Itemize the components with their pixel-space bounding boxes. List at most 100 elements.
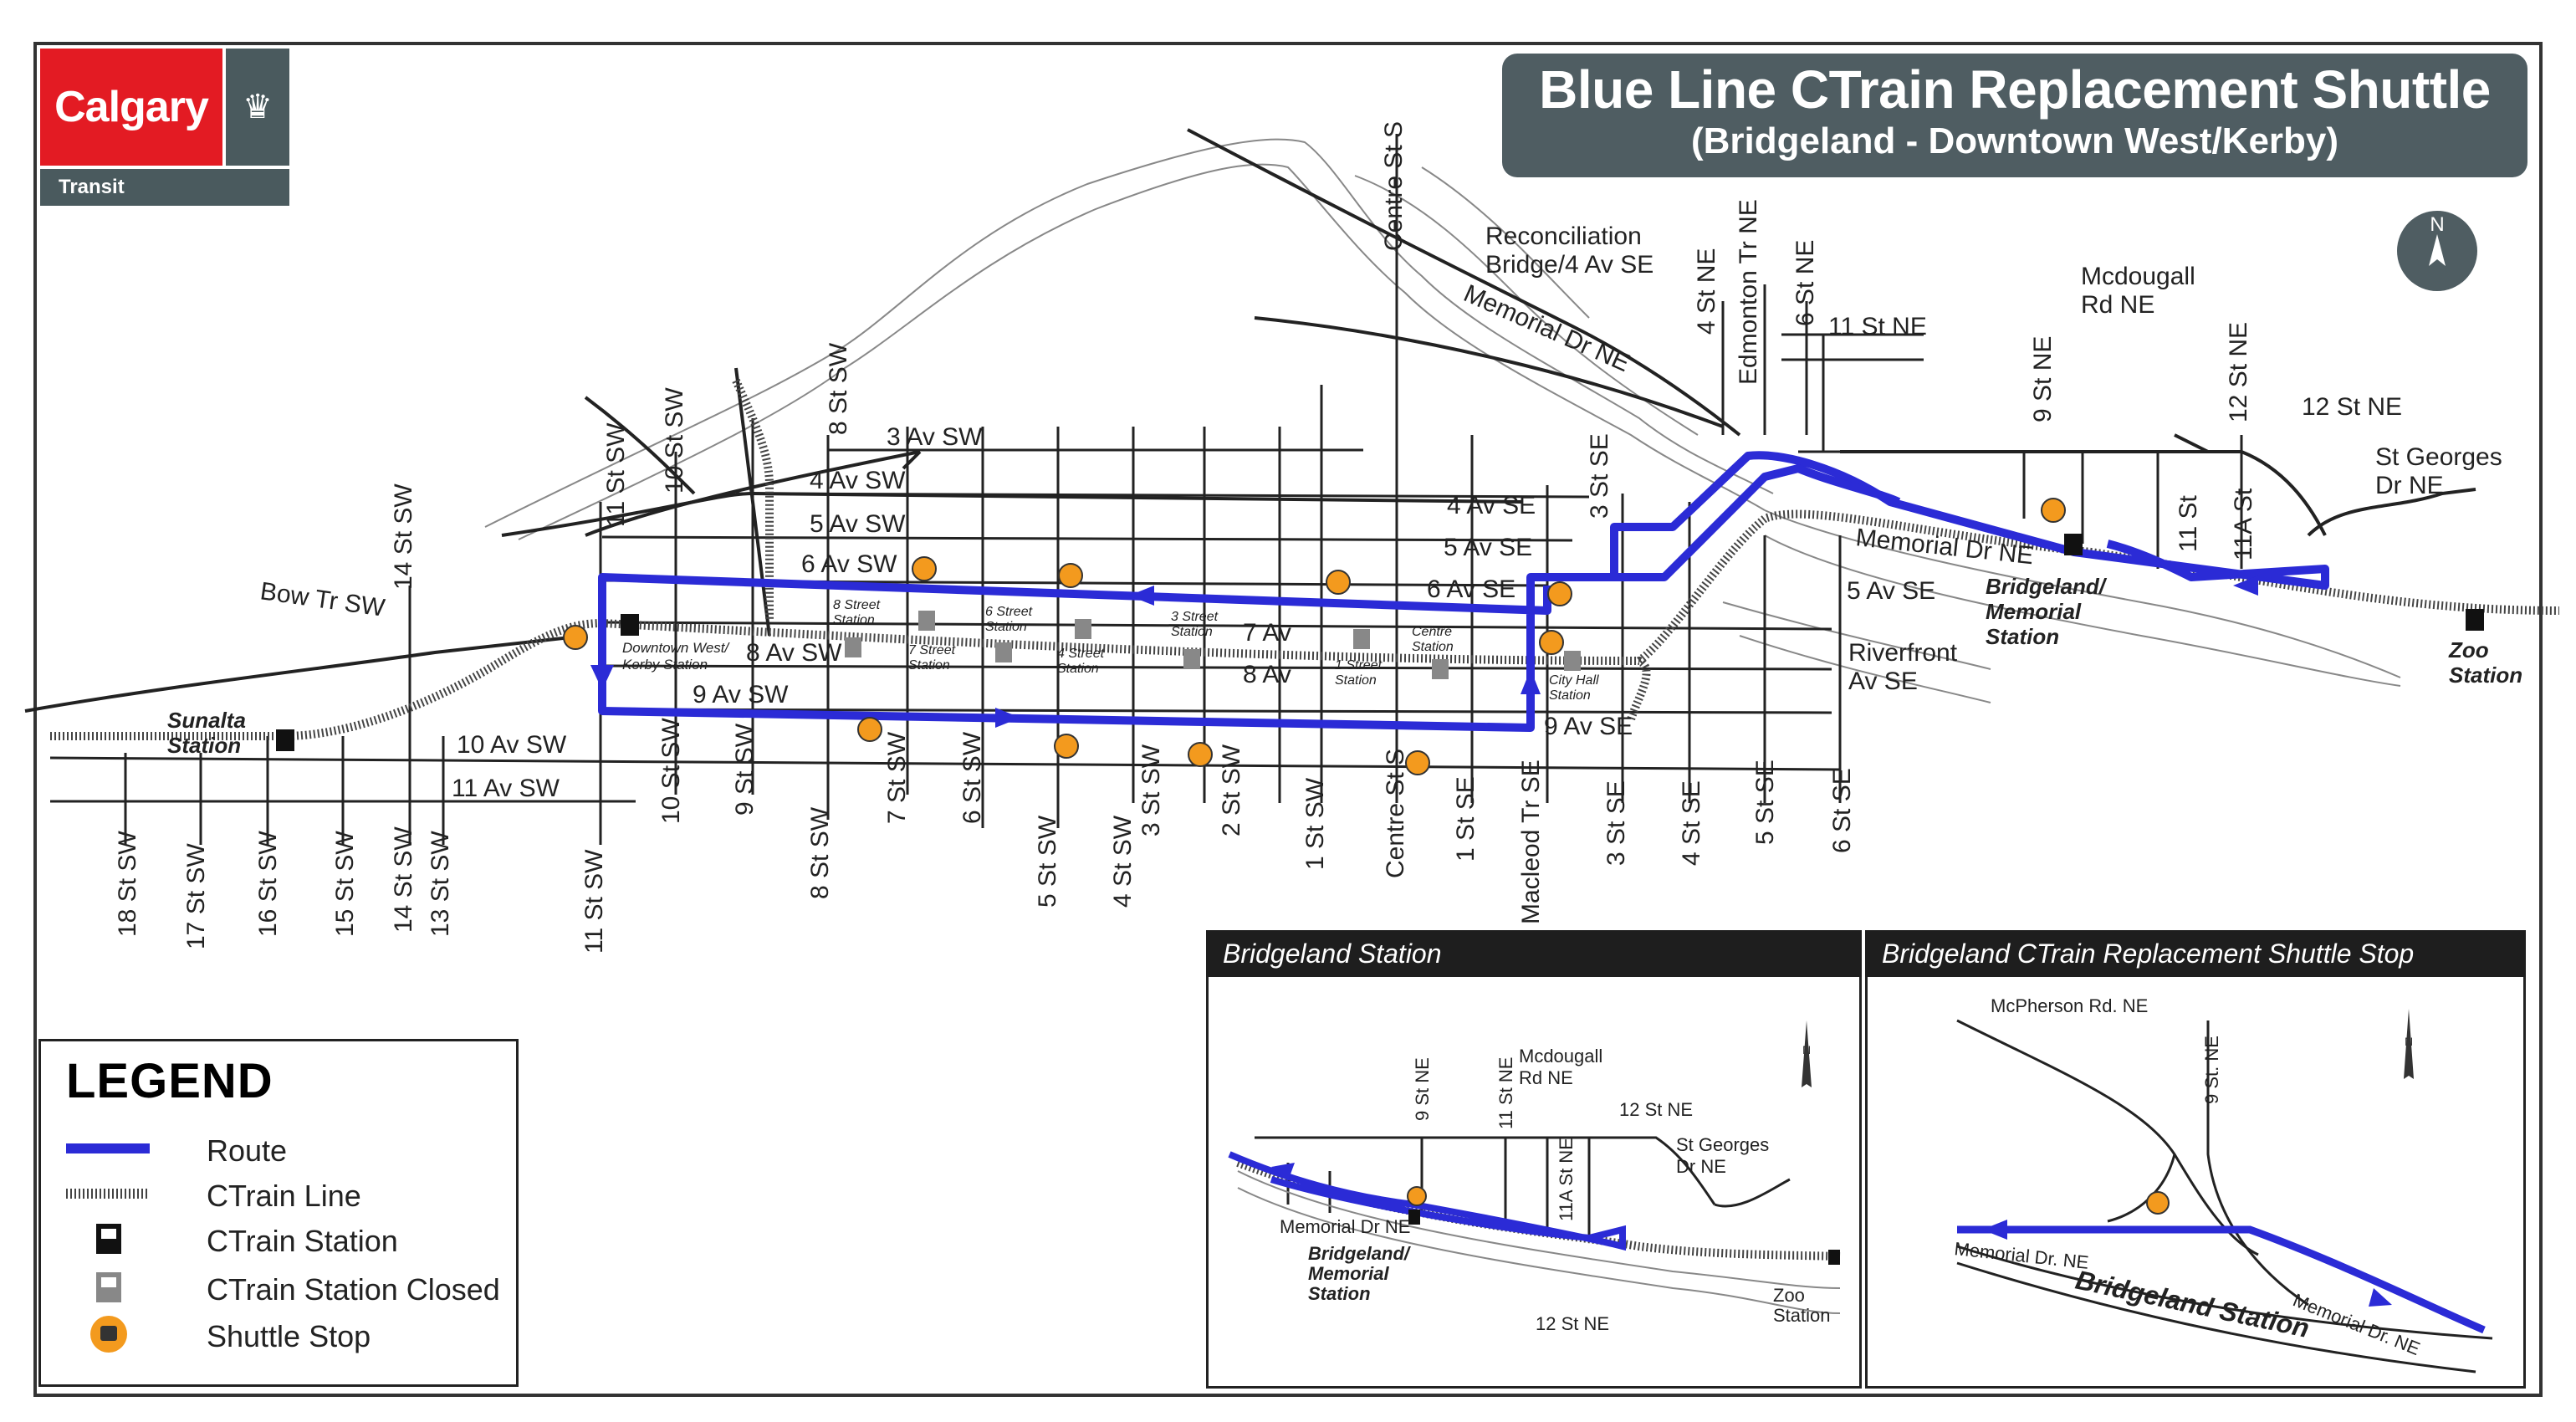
station-label: 7 Street xyxy=(908,643,956,657)
inset1-label: Memorial xyxy=(1308,1263,1389,1284)
station-label: Memorial xyxy=(1986,599,2082,624)
inset1-label: Rd NE xyxy=(1519,1067,1573,1088)
street-label: 11 St SW xyxy=(602,422,630,527)
street-label: 12 St NE xyxy=(2225,322,2252,422)
street-label: 18 St SW xyxy=(114,831,141,937)
street-label: 17 St SW xyxy=(182,843,210,949)
train-closed-icon xyxy=(1075,619,1091,639)
mcdougall-label-2: Rd NE xyxy=(2081,291,2154,319)
street-label: 11 St xyxy=(2175,495,2202,552)
ctrain-line xyxy=(50,378,2560,740)
inset2-header: Bridgeland CTrain Replacement Shuttle St… xyxy=(1865,930,2526,977)
street-label: Macleod Tr SE xyxy=(1517,760,1545,924)
station-label: 6 Street xyxy=(985,605,1033,619)
street-label: 9 St NE xyxy=(2029,336,2057,422)
street-label: 8 St SW xyxy=(825,342,852,435)
station-label: City Hall xyxy=(1549,673,1599,688)
train-closed-icon xyxy=(995,642,1012,662)
street-label: 15 St SW xyxy=(331,831,359,937)
street-label: 10 St SW xyxy=(657,718,685,824)
calgary-wordmark: Calgary xyxy=(40,49,222,166)
ctrain-stations xyxy=(276,534,2484,751)
shuttle-stop xyxy=(1405,750,1430,775)
street-label: 8 Av SW xyxy=(746,639,842,667)
street-label: 9 Av SW xyxy=(693,681,789,708)
street-label: 9 Av SE xyxy=(1544,713,1633,740)
reconciliation-label-2: Bridge/4 Av SE xyxy=(1485,251,1653,279)
station-labels: Sunalta Station Downtown West/ Kerby Sta… xyxy=(167,574,2522,758)
street-label: 4 St SW xyxy=(1109,815,1137,908)
street-label: 14 St SW xyxy=(390,826,417,933)
street-label: 4 St NE xyxy=(1693,248,1720,335)
street-label: 11 St NE xyxy=(1828,313,1927,340)
street-label: 7 St SW xyxy=(883,731,911,824)
street-label: 10 St SW xyxy=(661,387,688,494)
bus-icon xyxy=(90,1316,127,1353)
legend-label: CTrain Line xyxy=(207,1179,361,1213)
legend-label: CTrain Station Closed xyxy=(207,1272,500,1307)
shuttle-stop xyxy=(1188,742,1213,767)
shuttle-stop xyxy=(912,556,937,581)
legend-label: Route xyxy=(207,1133,288,1168)
shuttle-stop xyxy=(1058,563,1083,588)
shuttle-stop xyxy=(1407,1186,1427,1206)
inset1-label: 11A St NE xyxy=(1556,1138,1577,1221)
street-label: 2 St SW xyxy=(1218,744,1245,836)
compass: N xyxy=(2397,211,2477,291)
inset1-north-label: N xyxy=(1802,1043,1811,1056)
train-closed-icon xyxy=(1432,659,1449,679)
train-closed-icon xyxy=(1564,651,1581,671)
street-label: 6 St SE xyxy=(1828,768,1856,853)
station-label: Station xyxy=(167,733,241,758)
shuttle-route xyxy=(598,451,2329,732)
inset2-label: 9 St. NE xyxy=(2201,1036,2222,1104)
train-icon xyxy=(621,614,639,636)
legend-item-shuttle-stop: Shuttle Stop xyxy=(66,1314,501,1356)
shuttle-stop xyxy=(563,625,588,650)
street-label: 6 St NE xyxy=(1791,240,1819,326)
street-label: 11A St xyxy=(2230,488,2257,560)
compass-north-label: N xyxy=(2430,213,2444,236)
station-label: Downtown West/ xyxy=(622,640,731,656)
train-icon xyxy=(276,729,294,751)
street-label: 4 Av SW xyxy=(810,467,906,494)
street-label: 14 St SW xyxy=(390,483,417,590)
river-outline xyxy=(484,138,2401,703)
legend-item-ctrain-line: CTrain Line xyxy=(66,1174,501,1215)
inset1-label: Station xyxy=(1308,1283,1371,1304)
street-label: 13 St SW xyxy=(427,831,454,937)
station-label: Station xyxy=(1171,625,1213,639)
shuttle-stops xyxy=(563,498,2066,775)
station-label: Station xyxy=(985,620,1027,634)
street-label: Centre St S xyxy=(1380,121,1408,251)
street-label: 5 St SW xyxy=(1034,815,1061,908)
street-label: 5 Av SW xyxy=(810,510,906,538)
train-icon xyxy=(1828,1250,1840,1265)
shuttle-stop xyxy=(857,717,882,742)
street-label: 10 Av SW xyxy=(457,731,567,759)
map-title-box: Blue Line CTrain Replacement Shuttle (Br… xyxy=(1502,54,2527,177)
legend-item-ctrain-station: CTrain Station xyxy=(66,1219,501,1261)
shuttle-stop xyxy=(1054,734,1079,759)
station-label: 1 Street xyxy=(1335,658,1383,673)
station-label: Station xyxy=(833,613,875,627)
inset1-label: 12 St NE xyxy=(1619,1099,1693,1120)
station-label: Station xyxy=(2449,662,2522,688)
map-frame xyxy=(33,42,2543,1397)
inset-bridgeland-station xyxy=(1206,930,1862,1389)
map-subtitle: (Bridgeland - Downtown West/Kerby) xyxy=(1690,120,2339,161)
train-closed-icon xyxy=(918,611,935,631)
street-label: Memorial Dr NE xyxy=(1459,279,1633,377)
inset1-label: Dr NE xyxy=(1676,1156,1726,1177)
shuttle-stop xyxy=(1547,581,1572,606)
station-label: Bridgeland/ xyxy=(1986,574,2108,599)
station-label: 3 Street xyxy=(1171,610,1219,624)
inset1-label: Bridgeland/ xyxy=(1308,1243,1412,1264)
street-label: 6 St SW xyxy=(958,731,986,824)
train-icon xyxy=(96,1224,121,1254)
shuttle-stop xyxy=(2041,498,2066,523)
street-label: 7 Av xyxy=(1243,619,1291,647)
inset2-label: McPherson Rd. NE xyxy=(1991,995,2148,1016)
train-closed-icon xyxy=(845,637,861,657)
street-label: 5 St SE xyxy=(1751,760,1779,845)
